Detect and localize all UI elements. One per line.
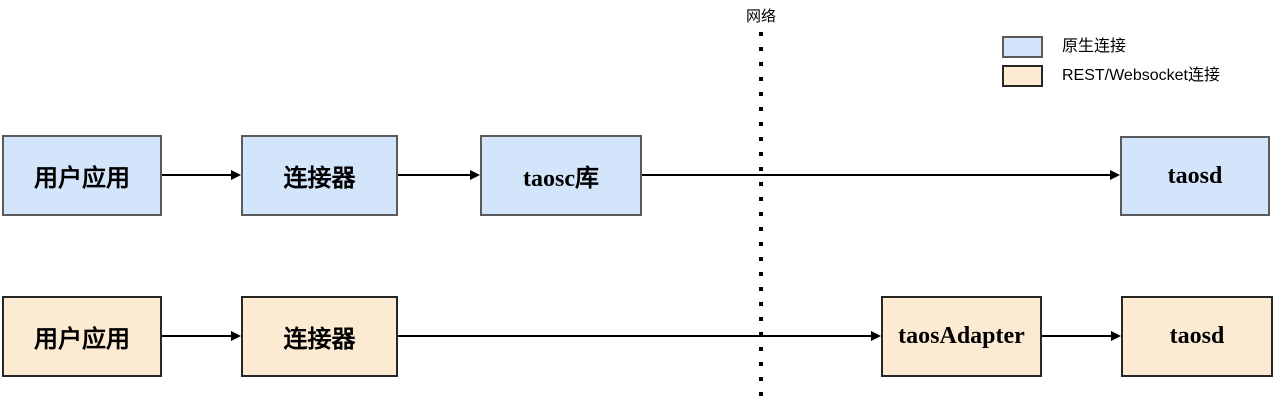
arrow-user-app-to-connector-rest bbox=[162, 331, 241, 341]
network-divider-line bbox=[759, 32, 763, 405]
arrow-user-app-to-connector-native bbox=[162, 170, 241, 180]
node-taosc-lib: taosc库 bbox=[480, 135, 642, 216]
node-user-app-native: 用户应用 bbox=[2, 135, 162, 216]
legend-swatch-rest bbox=[1002, 65, 1043, 87]
legend-swatch-native bbox=[1002, 36, 1043, 58]
network-divider-label: 网络 bbox=[745, 8, 777, 25]
node-taosadapter: taosAdapter bbox=[881, 296, 1042, 377]
legend-label-native: 原生连接 bbox=[1062, 38, 1127, 55]
node-taosd-native: taosd bbox=[1120, 136, 1270, 216]
node-taosd-rest: taosd bbox=[1121, 296, 1273, 377]
legend-label-rest: REST/Websocket连接 bbox=[1062, 67, 1220, 84]
node-user-app-rest: 用户应用 bbox=[2, 296, 162, 377]
node-connector-rest: 连接器 bbox=[241, 296, 398, 377]
arrow-connector-to-taosadapter bbox=[398, 331, 881, 341]
arrow-taosc-to-taosd bbox=[642, 170, 1120, 180]
node-connector-native: 连接器 bbox=[241, 135, 398, 216]
arrow-taosadapter-to-taosd bbox=[1042, 331, 1121, 341]
arrow-connector-to-taosc bbox=[398, 170, 480, 180]
